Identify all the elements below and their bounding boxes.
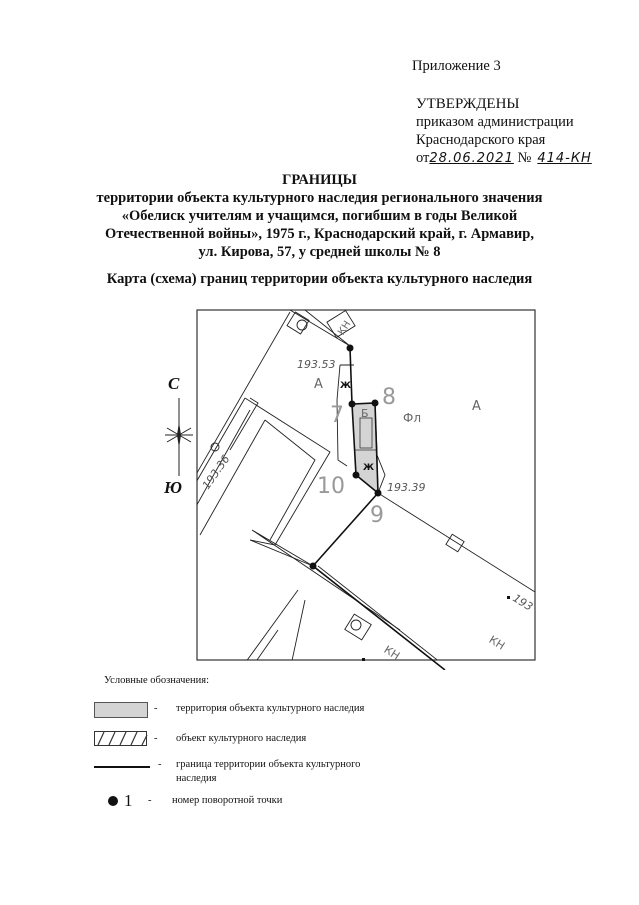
approved-line2: Краснодарского края xyxy=(416,132,546,148)
zone-label: А xyxy=(472,399,481,414)
legend-territory-swatch xyxy=(94,702,148,718)
approved-line1: приказом администрации xyxy=(416,114,574,130)
benchmark xyxy=(362,658,365,661)
legend-dot-icon xyxy=(108,796,118,806)
school-building-top xyxy=(377,492,535,593)
street-edge xyxy=(289,310,351,347)
boundary-map: 193.53 193.39 193.36 193 А А КН КН КН Б … xyxy=(196,309,536,670)
yard-lines xyxy=(246,529,401,660)
legend-boundary-label-a: граница территории объекта культурного xyxy=(176,759,361,770)
turning-point-8 xyxy=(371,399,379,407)
elevation-label: 193.53 xyxy=(297,358,336,371)
appendix-label: Приложение 3 xyxy=(412,58,501,74)
kn-box xyxy=(326,310,356,339)
turning-points xyxy=(309,344,510,661)
compass-south: Ю xyxy=(164,478,182,497)
point-number: 8 xyxy=(382,385,396,410)
legend-dash: - xyxy=(158,759,162,770)
fl-label: Фл xyxy=(403,411,421,425)
order-line: от28.06.2021 № 414-КН xyxy=(416,150,592,167)
legend-territory-label: территория объекта культурного наследия xyxy=(176,703,365,714)
point-number: 9 xyxy=(370,503,384,528)
heritage-object xyxy=(359,417,373,449)
legend-object-swatch xyxy=(94,731,148,746)
turning-point xyxy=(346,344,354,352)
b-label: Б xyxy=(361,407,369,420)
map-frame xyxy=(196,309,536,661)
legend-title: Условные обозначения: xyxy=(104,675,210,686)
benchmark xyxy=(507,596,510,599)
order-number: 414-КН xyxy=(537,151,592,166)
well-icon xyxy=(296,319,308,331)
left-building xyxy=(197,397,266,536)
point-number: 7 xyxy=(330,403,344,428)
legend-boundary-line xyxy=(94,766,150,768)
building-edge xyxy=(197,311,291,474)
approved-label: УТВЕРЖДЕНЫ xyxy=(416,96,520,112)
turning-point-7 xyxy=(348,400,356,408)
compass-star-icon xyxy=(165,398,193,476)
legend-dash: - xyxy=(154,733,158,744)
legend-dash: - xyxy=(154,703,158,714)
turning-point xyxy=(309,562,317,570)
zh-label: Ж xyxy=(340,381,351,391)
map-caption: Карта (схема) границ территории объекта … xyxy=(106,271,533,287)
legend-object-label: объект культурного наследия xyxy=(176,733,307,744)
title-line2: «Обелиск учителям и учащимся, погибшим в… xyxy=(121,208,518,224)
document-heading: ГРАНИЦЫ xyxy=(282,172,357,188)
point-number: 10 xyxy=(317,474,345,499)
turning-point-9 xyxy=(374,489,382,497)
number-prefix: № xyxy=(517,150,532,166)
title-line1: территории объекта культурного наследия … xyxy=(96,190,543,206)
turning-point-10 xyxy=(352,471,360,479)
zone-label: А xyxy=(314,377,323,392)
path-lines xyxy=(336,364,354,467)
path-curve xyxy=(376,454,386,494)
legend-dash: - xyxy=(148,795,152,806)
legend-point-number: 1 xyxy=(124,791,133,810)
compass-north: С xyxy=(168,374,180,393)
entrance-block xyxy=(229,397,259,451)
legend-boundary-label-b: наследия xyxy=(176,773,217,784)
elevation-label: 193.39 xyxy=(387,481,426,494)
title-line4: ул. Кирова, 57, у средней школы № 8 xyxy=(198,244,441,260)
zh-label: Ж xyxy=(363,463,374,473)
legend-point-label: номер поворотной точки xyxy=(172,795,283,806)
from-prefix: от xyxy=(416,150,430,166)
order-date: 28.06.2021 xyxy=(429,151,514,166)
title-line3: Отечественной войны», 1975 г., Краснодар… xyxy=(105,226,534,242)
territory-boundary xyxy=(349,347,379,495)
